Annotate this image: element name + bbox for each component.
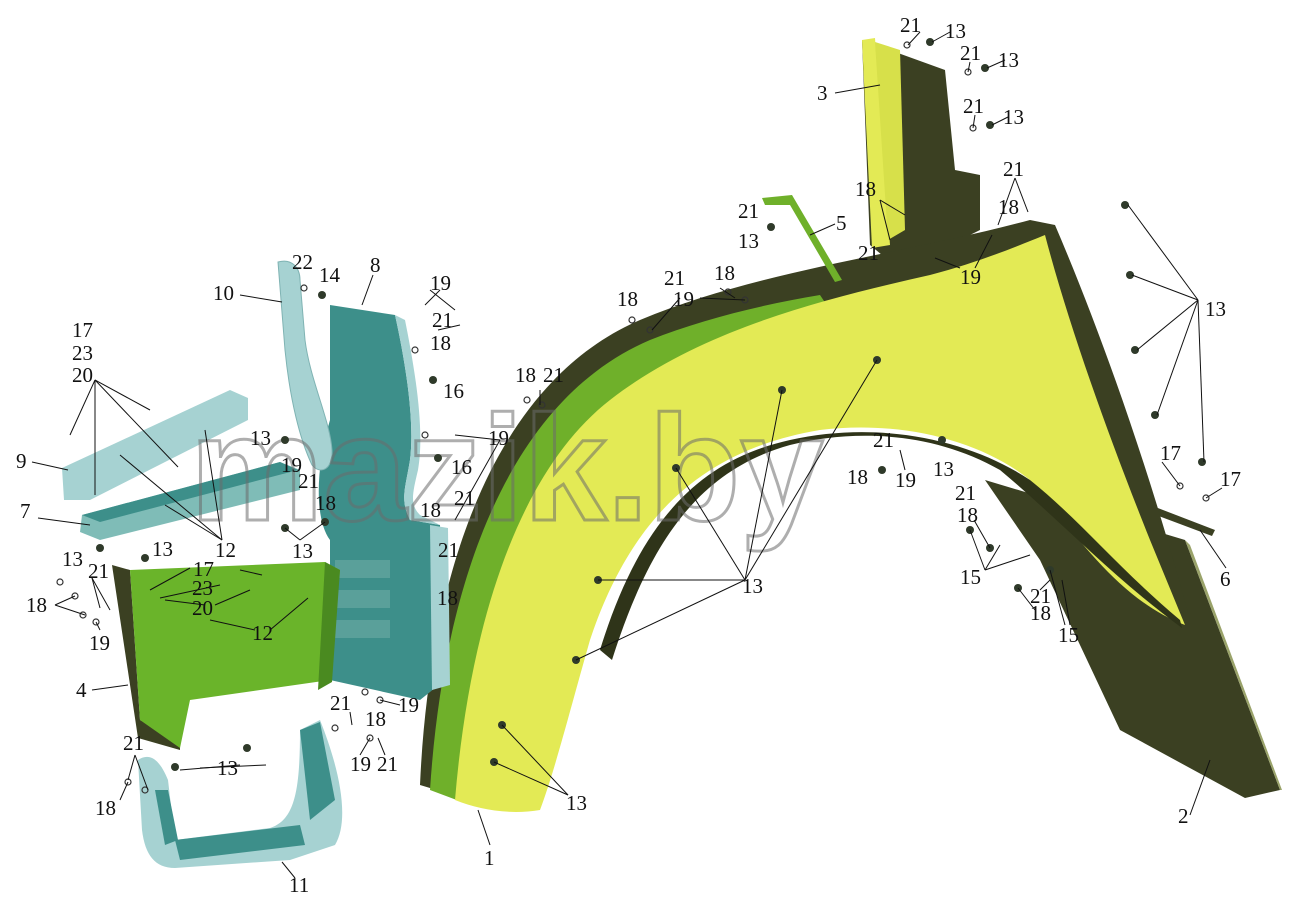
callout-1: 1 xyxy=(484,846,495,870)
callout-9: 9 xyxy=(16,449,27,473)
part-10-strap xyxy=(277,260,333,471)
callout-13: 13 xyxy=(1205,297,1226,321)
callout-22: 22 xyxy=(292,250,313,274)
callout-20: 20 xyxy=(72,363,93,387)
callout-15: 15 xyxy=(1058,623,1079,647)
callout-6: 6 xyxy=(1220,567,1231,591)
callout-18: 18 xyxy=(315,491,336,515)
callout-12: 12 xyxy=(252,621,273,645)
callout-18: 18 xyxy=(998,195,1019,219)
part-2-mudflap xyxy=(985,480,1282,798)
callout-21: 21 xyxy=(738,199,759,223)
callout-2: 2 xyxy=(1178,804,1189,828)
callout-13: 13 xyxy=(998,48,1019,72)
callout-16: 16 xyxy=(443,379,464,403)
callout-19: 19 xyxy=(895,468,916,492)
callout-21: 21 xyxy=(543,363,564,387)
callout-14: 14 xyxy=(319,263,341,287)
callout-18: 18 xyxy=(26,593,47,617)
callout-19: 19 xyxy=(430,271,451,295)
callout-labels: 1 2 3 4 5 6 7 8 9 10 11 12 12 13 13 13 1… xyxy=(16,13,1241,897)
part-4-step-bracket xyxy=(112,562,340,750)
callout-16: 16 xyxy=(451,455,472,479)
part-8-side-panel xyxy=(318,305,450,700)
watermark: mazik.by xyxy=(190,384,824,552)
callout-17: 17 xyxy=(193,557,214,581)
callout-17: 17 xyxy=(1160,441,1181,465)
callout-13: 13 xyxy=(62,547,83,571)
callout-13: 13 xyxy=(738,229,759,253)
callout-21: 21 xyxy=(858,241,879,265)
callout-19: 19 xyxy=(673,287,694,311)
callout-21: 21 xyxy=(432,308,453,332)
callout-21: 21 xyxy=(330,691,351,715)
callout-21: 21 xyxy=(960,41,981,65)
callout-23: 23 xyxy=(72,341,93,365)
callout-18: 18 xyxy=(617,287,638,311)
callout-11: 11 xyxy=(289,873,309,897)
callout-17: 17 xyxy=(1220,467,1241,491)
callout-13: 13 xyxy=(152,537,173,561)
part-3-upper-panel xyxy=(862,38,980,270)
callout-5: 5 xyxy=(836,211,847,235)
callout-21: 21 xyxy=(123,731,144,755)
callout-17: 17 xyxy=(72,318,93,342)
callout-19: 19 xyxy=(350,752,371,776)
callout-18: 18 xyxy=(95,796,116,820)
callout-19: 19 xyxy=(960,265,981,289)
callout-21: 21 xyxy=(955,481,976,505)
callout-18: 18 xyxy=(1030,601,1051,625)
callout-19: 19 xyxy=(398,693,419,717)
part-11-lower-step xyxy=(138,720,343,868)
part-6-bracket xyxy=(1148,505,1215,536)
callout-10: 10 xyxy=(213,281,234,305)
callout-7: 7 xyxy=(20,499,31,523)
callout-18: 18 xyxy=(420,498,441,522)
callout-21: 21 xyxy=(298,469,319,493)
callout-18: 18 xyxy=(855,177,876,201)
callout-23: 23 xyxy=(192,576,213,600)
part-5-rod xyxy=(762,195,842,282)
part-7-upper-step xyxy=(80,462,300,540)
callout-13: 13 xyxy=(1003,105,1024,129)
callout-13: 13 xyxy=(742,574,763,598)
callout-18: 18 xyxy=(957,503,978,527)
callout-18: 18 xyxy=(515,363,536,387)
callout-13: 13 xyxy=(566,791,587,815)
callout-21: 21 xyxy=(963,94,984,118)
callout-19: 19 xyxy=(281,453,302,477)
leader-lines xyxy=(31,31,1227,879)
callout-21: 21 xyxy=(1003,157,1024,181)
callout-15: 15 xyxy=(960,565,981,589)
callout-19: 19 xyxy=(89,631,110,655)
callout-21: 21 xyxy=(88,559,109,583)
callout-21: 21 xyxy=(438,538,459,562)
part-1-fender xyxy=(420,220,1190,812)
callout-21: 21 xyxy=(664,266,685,290)
callout-18: 18 xyxy=(714,261,735,285)
callout-20: 20 xyxy=(192,596,213,620)
callout-19: 19 xyxy=(488,426,509,450)
callout-13: 13 xyxy=(945,19,966,43)
callout-4: 4 xyxy=(76,678,87,702)
callout-12: 12 xyxy=(215,538,236,562)
callout-18: 18 xyxy=(365,707,386,731)
callout-21: 21 xyxy=(900,13,921,37)
callout-18: 18 xyxy=(437,586,458,610)
callout-21: 21 xyxy=(377,752,398,776)
callout-18: 18 xyxy=(430,331,451,355)
callout-21: 21 xyxy=(1030,584,1051,608)
callout-8: 8 xyxy=(370,253,381,277)
callout-21: 21 xyxy=(454,486,475,510)
callout-13: 13 xyxy=(933,457,954,481)
callout-3: 3 xyxy=(817,81,828,105)
callout-13: 13 xyxy=(217,756,238,780)
callout-13: 13 xyxy=(250,426,271,450)
callout-18: 18 xyxy=(847,465,868,489)
callout-13: 13 xyxy=(292,539,313,563)
part-9-plate xyxy=(62,390,248,500)
callout-21: 21 xyxy=(873,428,894,452)
